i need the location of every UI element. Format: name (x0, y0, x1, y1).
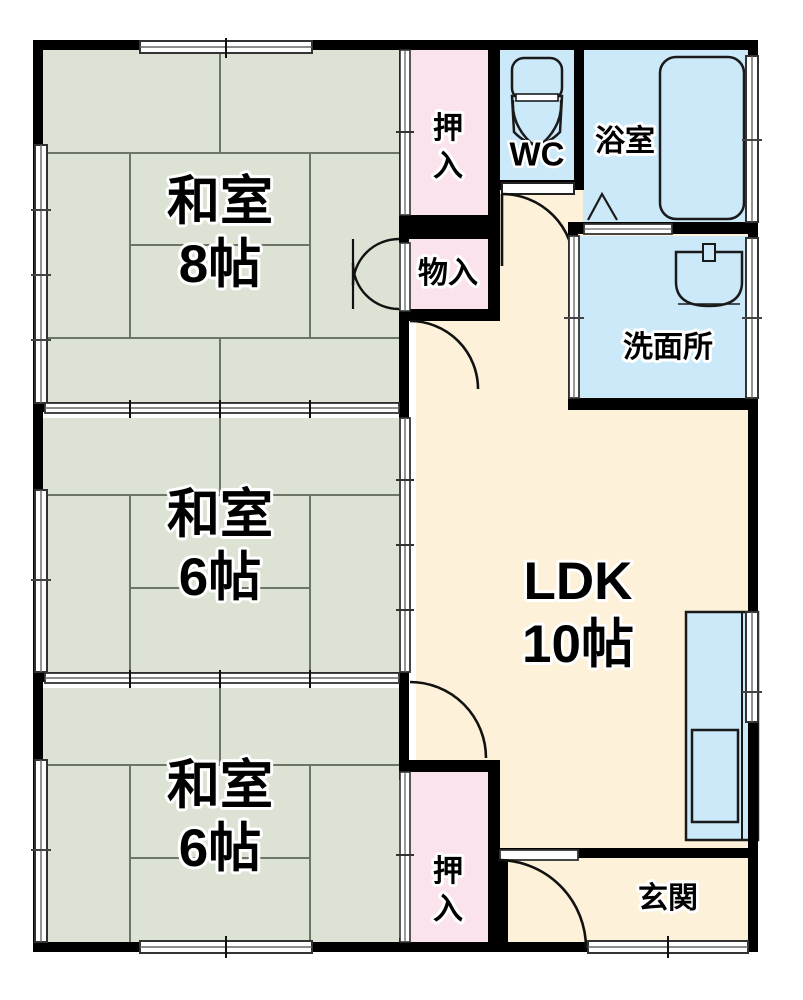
sliding-door-oshiire-bottom (396, 771, 414, 943)
label-washitsu-8-name: 和室 (167, 172, 273, 231)
door-bathroom (583, 223, 673, 235)
bathtub-fixture (658, 55, 746, 221)
shower-symbol (587, 191, 618, 221)
fusuma-group (44, 49, 414, 943)
door-hall-lower (497, 849, 588, 949)
wall-genkan-top (498, 848, 758, 858)
room-fill-monoire (408, 237, 492, 315)
wall-spine-lower-a (399, 310, 409, 418)
wall-right-outer (748, 40, 758, 952)
fixtures-group (510, 55, 760, 842)
entrance-sliding-door (587, 936, 749, 958)
label-washitsu-6low-name: 和室 (167, 756, 273, 815)
door-hall-swing (409, 680, 488, 759)
windows-group (31, 38, 762, 958)
sliding-door-ldk-6jo (396, 417, 414, 673)
window-washroom (742, 237, 762, 399)
window-left-washitsu6 (31, 489, 51, 673)
tatami-mat-lines (41, 48, 399, 950)
label-oshiire-bot-1: 押 (433, 855, 463, 888)
door-closet-monoire (351, 237, 400, 311)
label-washitsu-6low-size: 6帖 (179, 819, 261, 878)
window-top-wall (139, 38, 313, 58)
label-monoire: 物入 (418, 257, 478, 290)
wall-wc-left (490, 40, 500, 188)
door-ldk-to-washitsu8 (409, 319, 480, 390)
wall-washroom-bottom (568, 398, 758, 410)
label-washitsu-6mid-name: 和室 (167, 485, 273, 544)
wall-spine-bottom (399, 938, 409, 952)
label-oshiire-top-1: 押 (433, 112, 463, 145)
label-oshiire-bot-2: 入 (433, 893, 463, 926)
room-fill-hall (416, 318, 498, 848)
label-ldk-name: LDK (524, 552, 633, 611)
sliding-door-rooms-6-6 (44, 670, 400, 688)
room-fill-oshiire-top (408, 48, 490, 216)
wall-monoire-right (488, 227, 500, 321)
label-washitsu-8-size: 8帖 (179, 235, 261, 294)
room-labels: 和室 8帖 和室 6帖 和室 6帖 LDK 10帖 押 入 物入 押 入 WC … (164, 109, 716, 929)
label-oshiire-top-2: 入 (433, 150, 463, 183)
toilet-fixture (510, 56, 564, 150)
swing-doors-group (351, 182, 749, 958)
wall-oshiire-bot-top (399, 760, 500, 772)
room-fill-oshiire-bottom (408, 770, 490, 950)
wall-oshiire-top-bottom (399, 215, 500, 227)
wall-wc-right (574, 40, 584, 188)
label-bathroom: 浴室 (595, 124, 655, 158)
sliding-door-rooms-8-6 (44, 400, 400, 418)
label-genkan: 玄関 (638, 881, 698, 915)
label-washitsu-6mid-size: 6帖 (179, 548, 261, 607)
wall-monoire-top (399, 227, 500, 239)
wall-hall-genkan-div (498, 848, 508, 952)
washbasin-fixture (674, 243, 744, 308)
window-bottom-wall (139, 936, 313, 958)
window-bathroom (742, 55, 762, 223)
label-wc: WC (510, 136, 565, 173)
window-left-washitsu6b (31, 759, 51, 943)
wall-spine-lower-b (399, 672, 409, 780)
label-washroom: 洗面所 (623, 331, 713, 364)
wall-top-outer (33, 40, 758, 50)
window-left-washitsu8 (31, 144, 51, 404)
wall-bottom-outer (33, 942, 758, 952)
wall-monoire-bottom (399, 309, 500, 321)
wall-oshiire-bot-right (488, 760, 500, 950)
window-kitchen (742, 611, 762, 723)
label-ldk-size: 10帖 (522, 615, 634, 674)
door-washroom (564, 235, 584, 399)
sliding-door-hall-upper (399, 242, 411, 312)
sliding-door-oshiire-top (396, 49, 414, 216)
